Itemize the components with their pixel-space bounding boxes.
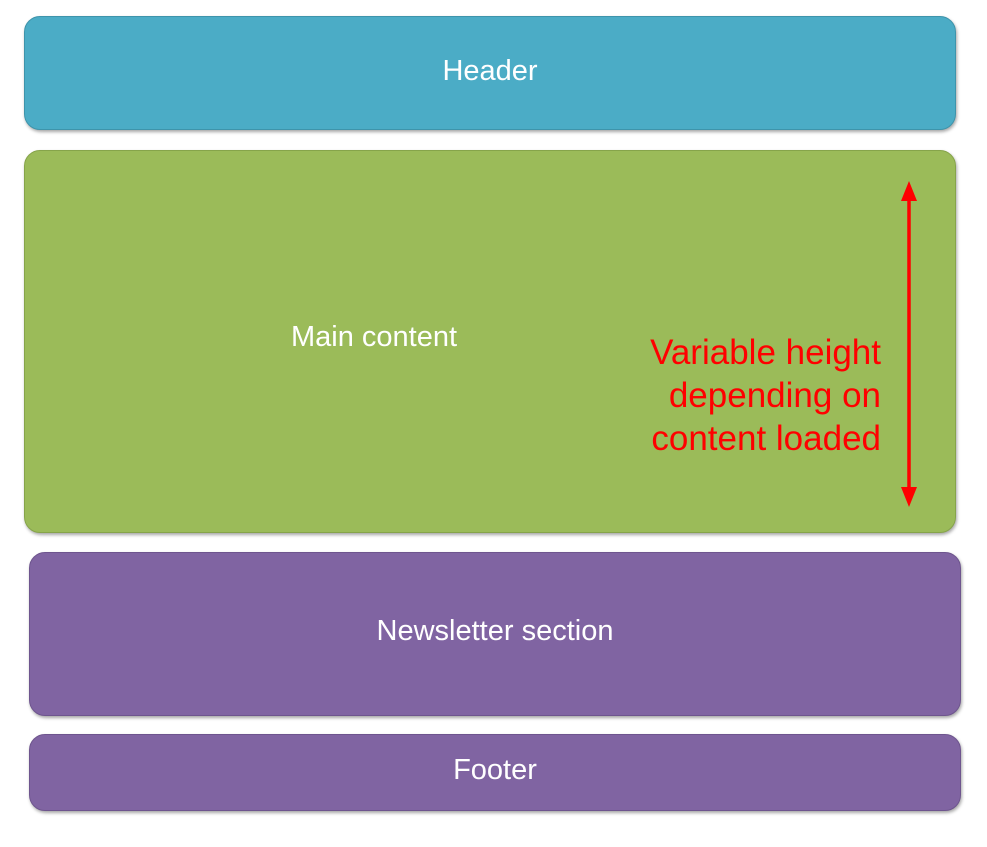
arrow-head-top <box>901 181 917 201</box>
double-headed-arrow-icon <box>901 181 917 507</box>
footer-label: Footer <box>453 754 537 786</box>
main-content-label: Main content <box>291 321 458 353</box>
newsletter-section-label: Newsletter section <box>376 615 614 647</box>
header-block: Header <box>24 16 956 130</box>
arrow-head-bottom <box>901 487 917 507</box>
variable-height-annotation: Variable height depending on content loa… <box>650 331 881 460</box>
main-content-block: Main content Variable height depending o… <box>24 150 956 533</box>
annotation-line-2: depending on <box>668 376 881 415</box>
newsletter-section-block: Newsletter section <box>29 552 961 716</box>
annotation-line-3: content loaded <box>651 419 881 458</box>
header-label: Header <box>442 55 538 87</box>
footer-block: Footer <box>29 734 961 811</box>
annotation-line-1: Variable height <box>650 333 881 372</box>
